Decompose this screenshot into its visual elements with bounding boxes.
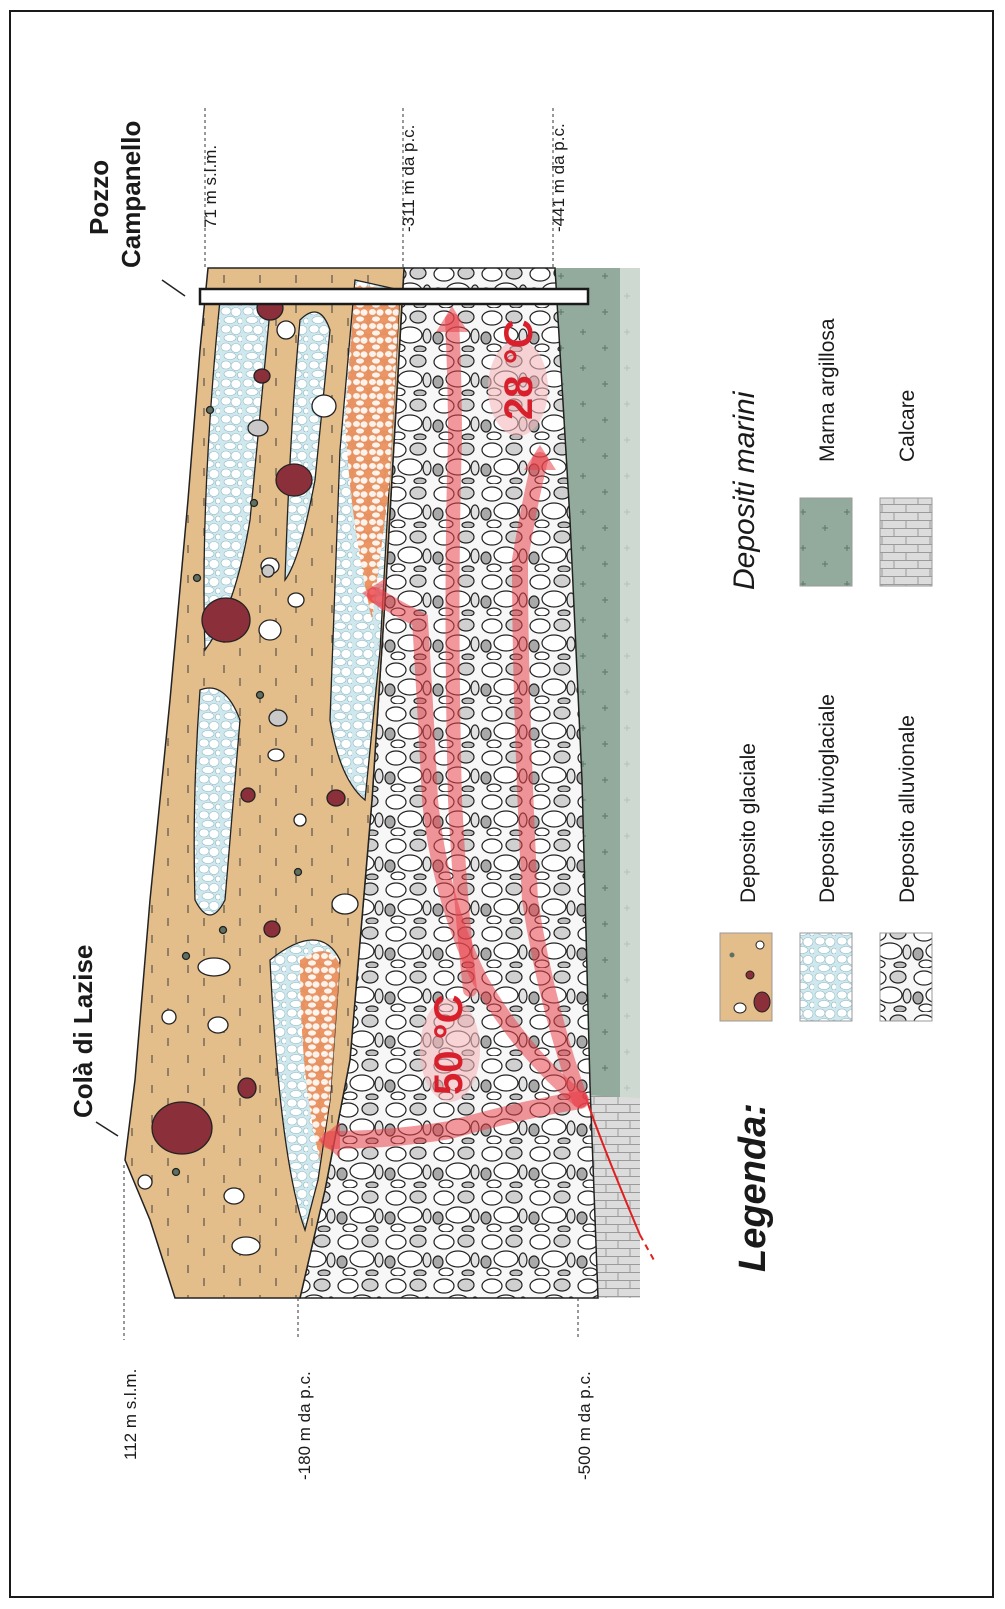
depth-left-fluvioglacial-base: -180 m da p.c. — [295, 1371, 314, 1480]
elevation-left: 112 m s.l.m. — [121, 1369, 140, 1460]
fluvioglacial-swatch — [800, 933, 852, 1021]
legend-item-fluvioglacial: Deposito fluvioglaciale — [816, 694, 839, 903]
legend-item-limestone: Calcare — [896, 390, 919, 462]
legend-item-glacial: Deposito glaciale — [737, 743, 760, 903]
marl-swatch — [800, 498, 852, 586]
legend-item-marl: Marna argillosa — [816, 318, 839, 462]
temperature-shallow: 28 °C — [497, 320, 541, 421]
temperature-deep: 50 °C — [427, 995, 471, 1096]
depth-right-alluvial-base: -441 m da p.c. — [549, 123, 568, 232]
well-pozzo-campanello[interactable] — [200, 289, 588, 304]
leader-pozzo — [162, 280, 185, 296]
site-pozzo-line2: Campanello — [116, 121, 146, 268]
leader-cola — [96, 1122, 118, 1136]
glacial-swatch — [720, 933, 772, 1021]
limestone-swatch — [880, 498, 932, 586]
legend-item-alluvial: Deposito alluvionale — [896, 715, 919, 903]
legend-title: Legenda: — [732, 1103, 774, 1272]
site-cola-di-lazise: Colà di Lazise — [68, 945, 98, 1118]
depth-right-glacial-base: -311 m da p.c. — [399, 125, 418, 232]
elevation-right: 71 m s.l.m. — [201, 145, 220, 228]
legend-marine-title: Depositi marini — [728, 390, 761, 590]
site-pozzo-line1: Pozzo — [84, 160, 114, 235]
depth-left-alluvial-base: -500 m da p.c. — [575, 1371, 594, 1480]
alluvial-swatch — [880, 933, 932, 1021]
